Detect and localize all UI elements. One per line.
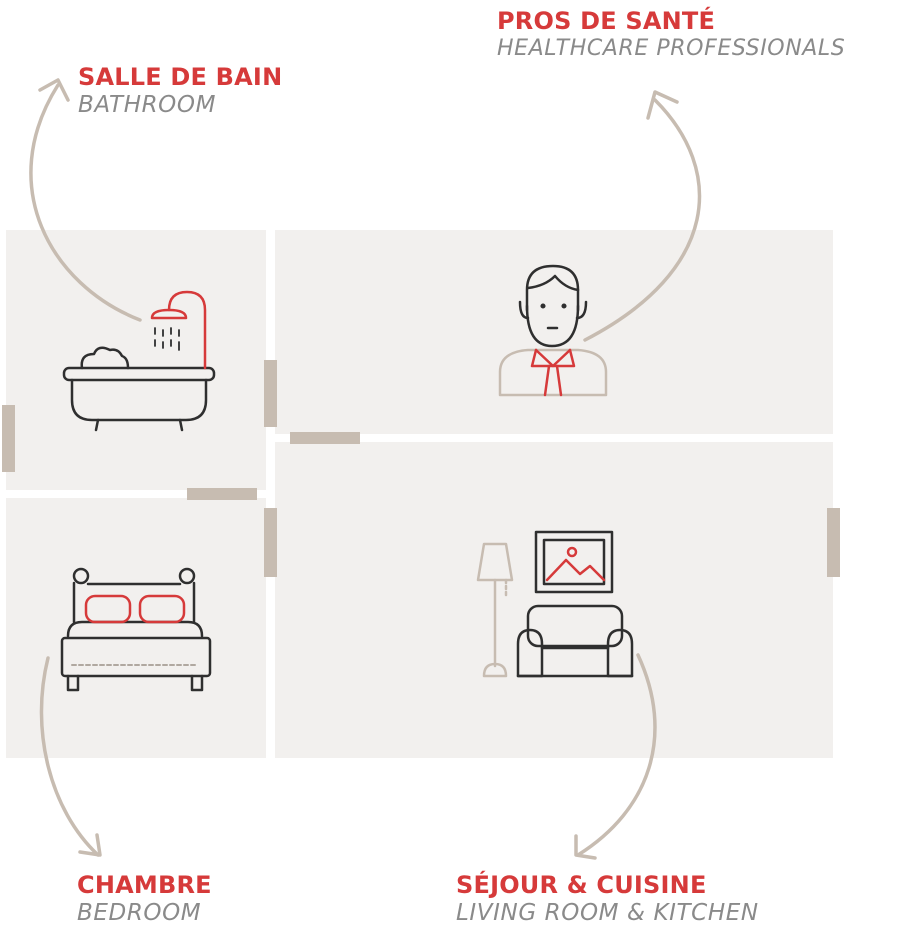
living-title-fr: SÉJOUR & CUISINE xyxy=(456,871,707,899)
arrow-to-living xyxy=(576,653,657,857)
healthcare-title-en: HEALTHCARE PROFESSIONALS xyxy=(497,35,846,61)
door xyxy=(2,405,15,472)
bathroom-label: SALLE DE BAIN BATHROOM xyxy=(78,63,283,118)
arrow-to-bedroom xyxy=(39,656,100,857)
bathroom-title-fr: SALLE DE BAIN xyxy=(78,63,283,91)
healthcare-room xyxy=(275,230,833,434)
bedroom-label: CHAMBRE BEDROOM xyxy=(77,871,212,926)
armchair-lamp-icon xyxy=(476,530,634,678)
door xyxy=(290,432,360,444)
living-title-en: LIVING ROOM & KITCHEN xyxy=(456,899,759,926)
living-room xyxy=(275,442,833,758)
arrow-to-bathroom xyxy=(29,83,142,322)
arrow-to-healthcare xyxy=(583,98,702,342)
bedroom-title-en: BEDROOM xyxy=(77,899,202,926)
door xyxy=(187,488,257,500)
bedroom-title-fr: CHAMBRE xyxy=(77,871,212,899)
door xyxy=(827,508,840,577)
bathroom-room xyxy=(6,230,266,490)
healthcare-title-fr: PROS DE SANTÉ xyxy=(497,7,716,35)
doctor-icon xyxy=(498,264,608,397)
living-label: SÉJOUR & CUISINE LIVING ROOM & KITCHEN xyxy=(456,871,759,926)
bedroom-room xyxy=(6,498,266,758)
bathtub-icon xyxy=(62,290,216,432)
arrow-head xyxy=(78,833,102,857)
bed-icon xyxy=(60,567,212,692)
healthcare-label: PROS DE SANTÉ HEALTHCARE PROFESSIONALS xyxy=(497,7,846,61)
arrow-head xyxy=(38,78,70,102)
bathroom-title-en: BATHROOM xyxy=(78,91,217,118)
door xyxy=(264,360,277,427)
arrow-head xyxy=(574,834,597,860)
door xyxy=(264,508,277,577)
arrow-head xyxy=(646,90,679,120)
